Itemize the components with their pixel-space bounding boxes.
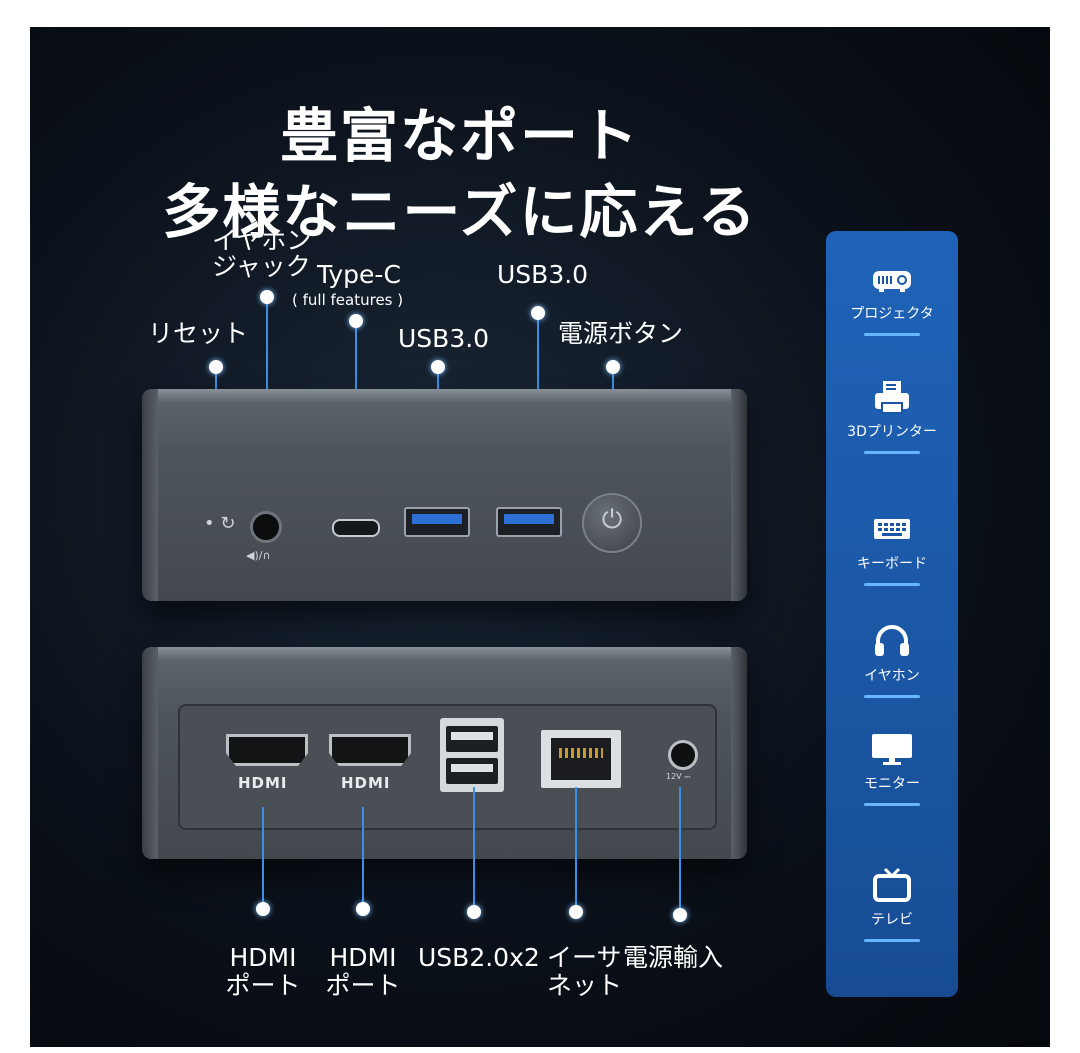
sidebar-label-projector: プロジェクタ [850,306,934,322]
sidebar-label-keyboard: キーボード [857,556,927,572]
box-top-edge-rear [142,647,747,661]
sidebar-underline [864,803,920,806]
sidebar-underline [864,333,920,336]
label-power-button: 電源ボタン [558,319,684,348]
label-ethernet-line2: ネット [547,971,623,1000]
usb3-port-left [404,507,470,537]
label-hdmi1-line1: HDMI [229,943,297,972]
ethernet-port [541,730,621,788]
pin-earphone [266,297,268,462]
pin-hdmi1 [262,807,264,909]
box-side-right-rear [731,647,747,859]
sidebar-label-printer: 3Dプリンター [847,424,937,440]
label-hdmi1-line2: ポート [225,971,301,1000]
label-hdmi2-line2: ポート [325,971,401,1000]
usb3-port-right [496,507,562,537]
dot-earphone [260,290,274,304]
pin-usb2 [473,787,475,912]
compatible-devices-sidebar: プロジェクタ 3Dプリンター キーボード イヤホン [826,231,958,997]
sidebar-label-tv: テレビ [871,912,913,928]
sidebar-item-headphones: イヤホン [826,623,958,698]
sidebar-label-headphones: イヤホン [864,668,920,684]
label-usb2: USB2.0x2 [418,943,540,972]
pin-ethernet [575,787,577,912]
hdmi-port-1 [226,734,308,766]
mini-pc-rear: HDMI HDMI 12V ⎓ [142,647,747,859]
headphones-icon [875,625,909,656]
dot-ethernet [569,905,583,919]
box-top-edge [142,389,747,403]
usb2-ports [440,718,504,792]
dot-power-in [673,908,687,922]
dot-hdmi1 [256,902,270,916]
dc-power-jack [668,740,698,770]
power-button: ⏻ [582,493,642,553]
sidebar-item-printer: 3Dプリンター [826,379,958,454]
dot-hdmi2 [356,902,370,916]
power-icon: ⏻ [601,505,623,535]
printer-icon [875,381,909,414]
hdmi-logo-2: HDMI [341,774,391,792]
label-usb-right: USB3.0 [497,260,589,289]
dot-reset [209,360,223,374]
dot-usb-left [431,360,445,374]
pin-hdmi2 [362,807,364,909]
monitor-icon [872,734,912,765]
headline-line2: 多様なニーズに応える [162,178,758,246]
box-side-left-rear [142,647,158,859]
sidebar-item-monitor: モニター [826,731,958,806]
audio-symbol: ◀)/∩ [246,549,271,562]
usb2-port-top [446,726,498,752]
box-side-left [142,389,158,601]
box-side-right [731,389,747,601]
dot-usb2 [467,905,481,919]
sidebar-label-monitor: モニター [864,776,920,792]
pin-power-in [679,787,681,915]
dot-typec [349,314,363,328]
mini-pc-front: • ↻ ◀)/∩ ⏻ [142,389,747,601]
tv-icon [873,867,911,902]
dot-power-button [606,360,620,374]
earphone-jack [250,511,282,543]
typec-port [332,519,380,537]
sidebar-item-tv: テレビ [826,867,958,942]
usb2-port-bottom [446,758,498,784]
label-reset: リセット [148,319,249,348]
rear-port-panel: HDMI HDMI 12V ⎓ [178,704,717,830]
reset-pinhole-icon: • ↻ [204,513,236,534]
sidebar-item-keyboard: キーボード [826,511,958,586]
dot-usb-right [531,306,545,320]
label-typec-sub: ( full features ) [292,291,404,309]
dc-spec-mark: 12V ⎓ [666,772,691,781]
sidebar-underline [864,695,920,698]
label-typec: Type-C [317,260,401,289]
label-earphone-line1: イヤホン [212,226,312,255]
label-ethernet-line1: イーサ [547,943,622,972]
label-power-in: 電源輸入 [623,943,724,972]
hdmi-logo-1: HDMI [238,774,288,792]
headline-line1: 豊富なポート [279,102,640,170]
keyboard-icon [874,519,910,539]
sidebar-underline [864,451,920,454]
projector-icon [873,271,911,292]
sidebar-item-projector: プロジェクタ [826,261,958,336]
pin-usb-right [537,313,539,462]
label-earphone-line2: ジャック [212,252,311,281]
sidebar-underline [864,583,920,586]
hdmi-port-2 [329,734,411,766]
label-hdmi2-line1: HDMI [329,943,397,972]
label-usb-left: USB3.0 [398,324,490,353]
sidebar-underline [864,939,920,942]
